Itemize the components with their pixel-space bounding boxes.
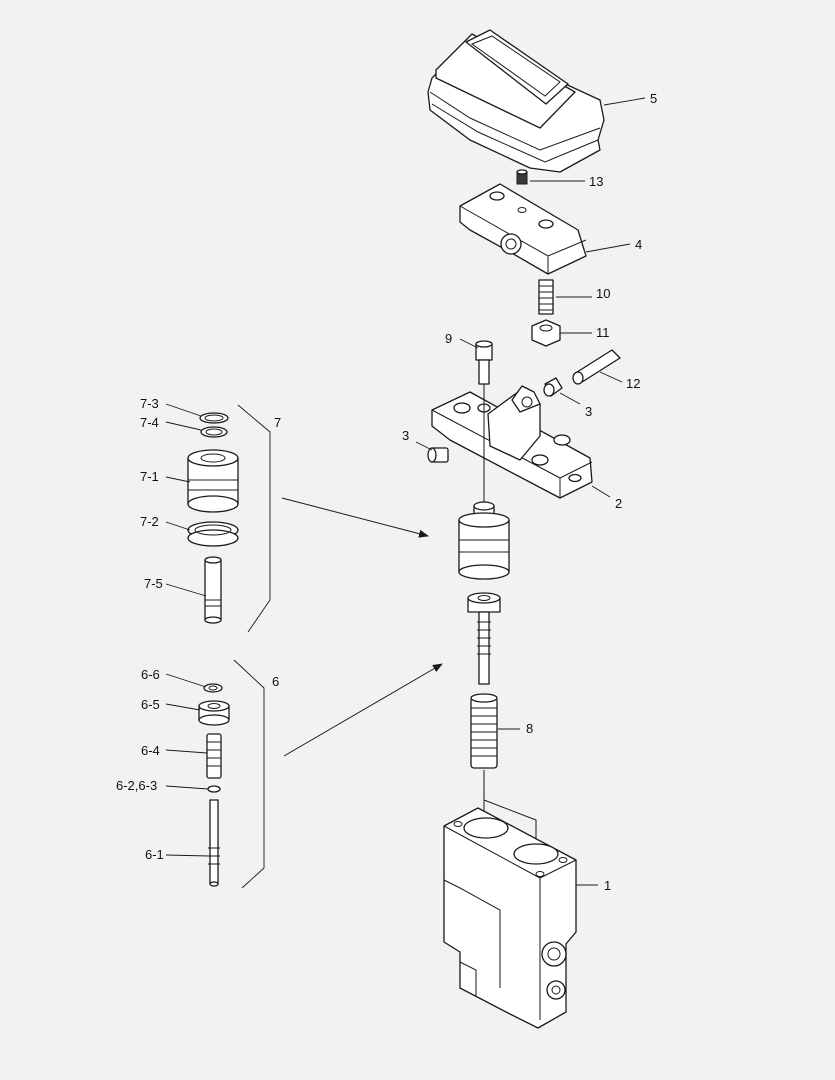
callout-4: 4 [635, 237, 642, 252]
callout-7-4: 7-4 [140, 415, 159, 430]
callout-7-1: 7-1 [140, 469, 159, 484]
assembly-6-center [467, 592, 501, 685]
exploded-group-7 [187, 412, 239, 624]
callout-6-2-6-3: 6-2,6-3 [116, 778, 157, 793]
leader-lines [165, 97, 646, 886]
arrow-group-7 [281, 497, 429, 538]
part-pin-12 [572, 349, 621, 385]
part-boot [427, 29, 605, 173]
part-base-plate-2 [431, 385, 593, 499]
callout-8: 8 [526, 721, 533, 736]
bracket-group-7 [237, 404, 271, 633]
part-set-screw-13 [516, 169, 528, 185]
callout-2: 2 [615, 496, 622, 511]
callout-7-2: 7-2 [140, 514, 159, 529]
part-bushing-3-upper [543, 377, 563, 397]
exploded-group-6 [198, 683, 230, 887]
callout-6-1: 6-1 [145, 847, 164, 862]
guide-line-left [483, 770, 537, 846]
callout-1: 1 [604, 878, 611, 893]
part-nut-11 [531, 319, 561, 347]
callout-6-4: 6-4 [141, 743, 160, 758]
callout-9: 9 [445, 331, 452, 346]
callout-12: 12 [626, 376, 640, 391]
part-bushing-3-lower [427, 447, 449, 463]
callout-7-5: 7-5 [144, 576, 163, 591]
assembly-7-center [458, 501, 510, 580]
part-bracket-4 [459, 183, 587, 275]
part-stud-10 [538, 279, 554, 315]
callout-10: 10 [596, 286, 610, 301]
part-valve-body-1 [443, 807, 577, 1029]
callout-7-3: 7-3 [140, 396, 159, 411]
callout-6-5: 6-5 [141, 697, 160, 712]
callout-5: 5 [650, 91, 657, 106]
arrow-group-6 [283, 663, 443, 757]
part-spring-8 [470, 693, 498, 769]
callout-6: 6 [272, 674, 279, 689]
part-bolt-9 [475, 340, 493, 385]
callout-3-upper: 3 [585, 404, 592, 419]
callout-6-6: 6-6 [141, 667, 160, 682]
callout-3-lower: 3 [402, 428, 409, 443]
callout-7: 7 [274, 415, 281, 430]
bracket-group-6 [233, 659, 265, 889]
callout-11: 11 [596, 325, 610, 340]
callout-13: 13 [589, 174, 603, 189]
